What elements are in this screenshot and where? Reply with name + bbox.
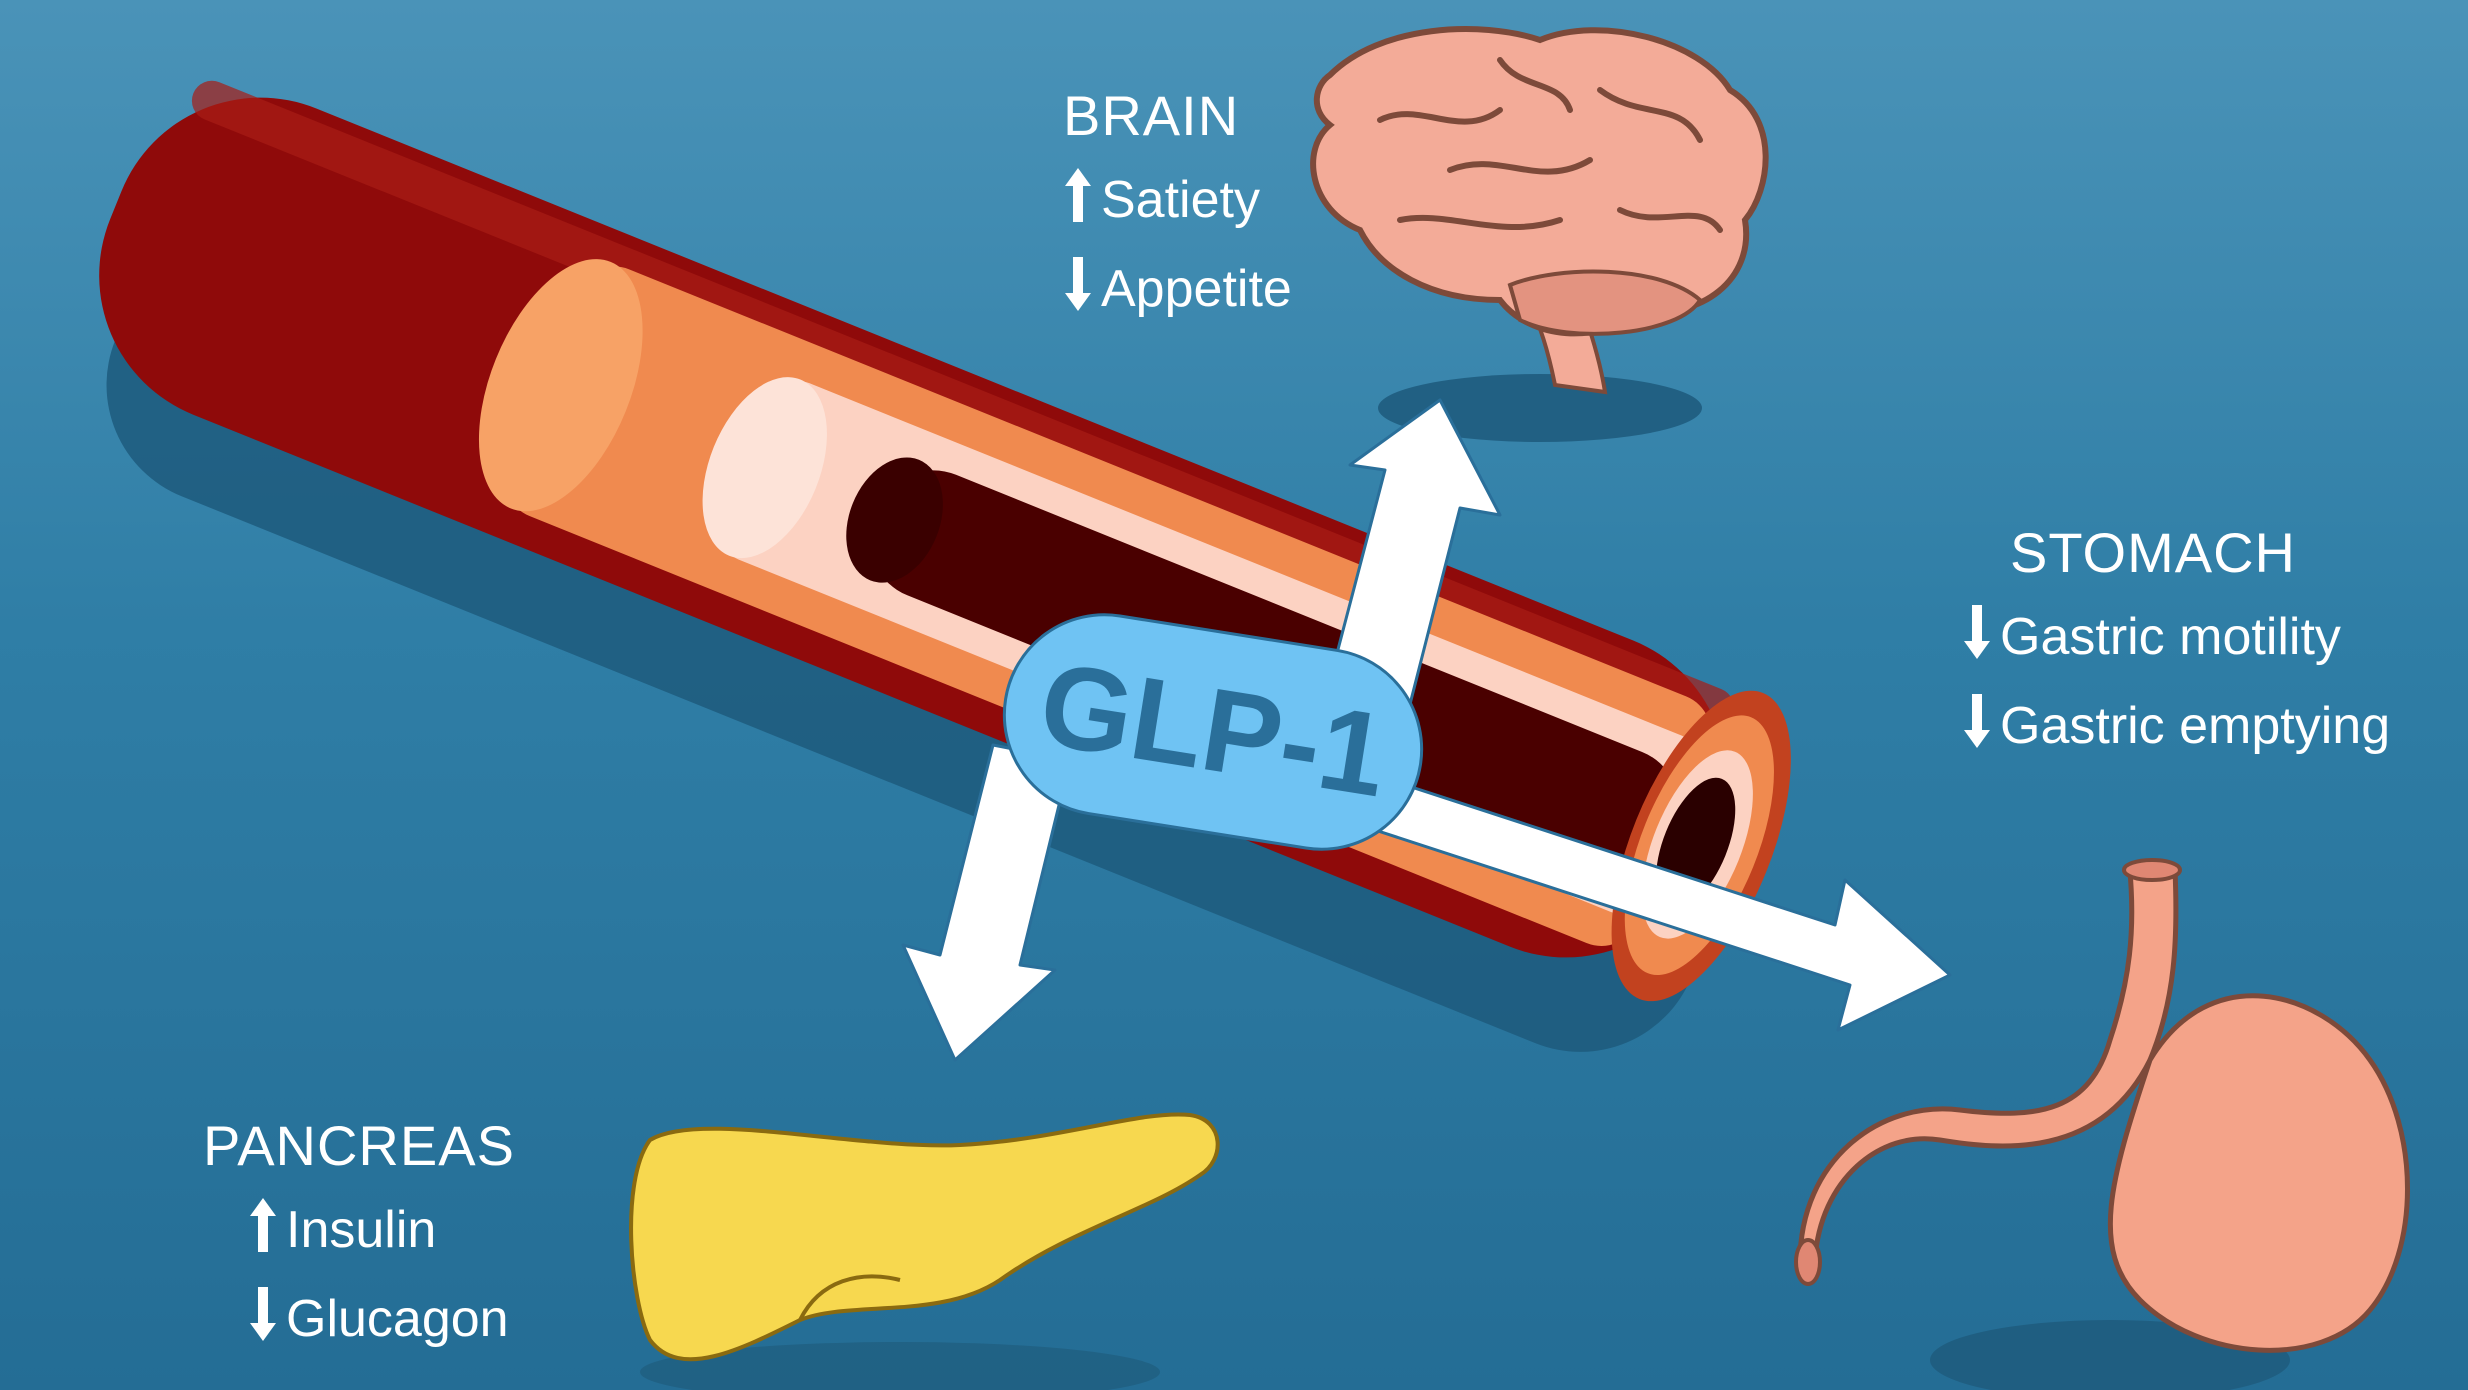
- pancreas-effect-label: Glucagon: [286, 1289, 509, 1348]
- stomach-effect-label: Gastric emptying: [2000, 696, 2391, 755]
- pancreas-effect-glucagon: Glucagon: [248, 1285, 515, 1352]
- pancreas-effect-label: Insulin: [286, 1200, 437, 1259]
- down-arrow-icon: [248, 1285, 278, 1352]
- stomach-effect-label: Gastric motility: [2000, 607, 2341, 666]
- brain-effect-label: Satiety: [1101, 170, 1260, 229]
- arrow-to-brain-icon: [1328, 398, 1502, 714]
- up-arrow-icon: [1063, 166, 1093, 233]
- pancreas-shadow: [640, 1342, 1160, 1390]
- brain-shadow: [1378, 374, 1702, 442]
- stomach-title: STOMACH: [2010, 521, 2296, 584]
- glp1-badge: GLP-1: [1002, 613, 1424, 851]
- up-arrow-icon: [248, 1196, 278, 1263]
- down-arrow-icon: [1063, 255, 1093, 322]
- stomach-effect-motility: Gastric motility: [1962, 603, 2390, 670]
- stomach-label-block: STOMACH Gastric motility Gastric emptyin…: [1962, 525, 2390, 759]
- arrows: [901, 398, 1952, 1062]
- pancreas-label-block: PANCREAS Insulin Glucagon: [203, 1118, 515, 1352]
- brain-effect-appetite: Appetite: [1063, 255, 1292, 322]
- vessel-middle-face: [478, 259, 643, 512]
- brain-icon: [1310, 26, 1769, 395]
- pancreas-title: PANCREAS: [203, 1114, 515, 1177]
- pancreas-icon: [629, 1112, 1220, 1362]
- stomach-effect-emptying: Gastric emptying: [1962, 692, 2390, 759]
- brain-label-block: BRAIN Satiety Appetite: [1063, 88, 1292, 322]
- arrow-to-pancreas-icon: [901, 743, 1072, 1062]
- vessel-lumen-face: [846, 457, 943, 583]
- brain-title: BRAIN: [1063, 84, 1240, 147]
- down-arrow-icon: [1962, 603, 1992, 670]
- brain-effect-label: Appetite: [1101, 259, 1292, 318]
- down-arrow-icon: [1962, 692, 1992, 759]
- brain-effect-satiety: Satiety: [1063, 166, 1292, 233]
- stomach-icon: [1794, 858, 2410, 1353]
- glp1-pill-icon: [1002, 613, 1424, 851]
- vessel-inner-face: [702, 377, 827, 559]
- pancreas-effect-insulin: Insulin: [248, 1196, 515, 1263]
- arrow-to-stomach-icon: [1373, 778, 1952, 1032]
